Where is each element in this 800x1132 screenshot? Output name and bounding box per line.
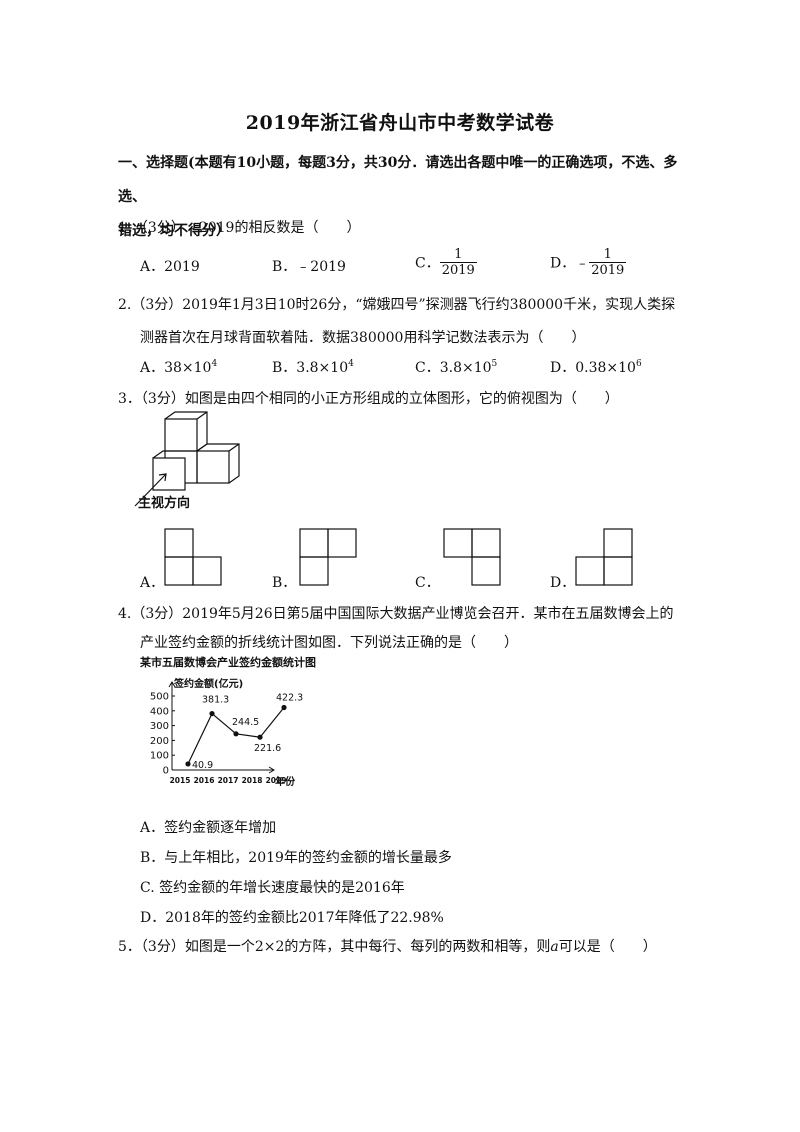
q4-line1: 4.（3分）2019年5月26日第5届中国国际大数据产业博览会召开．某市在五届数… bbox=[118, 606, 674, 622]
q5-stem-pre: 5．（3分）如图是一个2×2的方阵，其中每行、每列的两数和相等，则 bbox=[118, 939, 551, 955]
data-point bbox=[257, 734, 263, 740]
q2-option-a: A．38×104 bbox=[140, 357, 217, 377]
chart-title: 某市五届数博会产业签约金额统计图 bbox=[139, 655, 316, 669]
q3-option-d-figure bbox=[575, 528, 633, 586]
x-tick-label: 2018 bbox=[242, 776, 263, 785]
y-axis-arrow bbox=[168, 681, 176, 688]
q4-line-chart: 某市五届数博会产业签约金额统计图 签约金额(亿元) 年份 0 100 200 300 4… bbox=[139, 655, 316, 788]
data-label: 221.6 bbox=[254, 743, 281, 754]
cube-top-edge bbox=[196, 411, 208, 420]
y-tick-label: 400 bbox=[150, 706, 169, 717]
q2-option-b: B．3.8×104 bbox=[272, 357, 354, 377]
section-heading: 一、选择题(本题有10小题，每题3分，共30分．请选出各题中唯一的正确选项，不选… bbox=[118, 146, 693, 248]
q2-d-exp: 6 bbox=[635, 359, 642, 369]
q4-option-a: A．签约金额逐年增加 bbox=[140, 820, 277, 836]
q3-option-c-label: C． bbox=[415, 575, 440, 591]
q3-option-c-figure bbox=[443, 528, 501, 586]
q1-option-a: A．2019 bbox=[140, 259, 200, 275]
q4-option-d: D．2018年的签约金额比2017年降低了22.98% bbox=[140, 910, 444, 926]
q3-cube-figure bbox=[134, 411, 240, 507]
cube-mid-edge bbox=[196, 443, 208, 452]
chart-ylabel: 签约金额(亿元) bbox=[173, 677, 243, 690]
q4-option-b: B．与上年相比，2019年的签约金额的增长量最多 bbox=[140, 850, 452, 866]
y-tick-label: 500 bbox=[150, 692, 169, 703]
view-direction-arrow bbox=[134, 473, 167, 507]
y-tick-label: 200 bbox=[150, 736, 169, 747]
q5-stem-post: 可以是（ ） bbox=[558, 939, 657, 955]
q5-stem: 5．（3分）如图是一个2×2的方阵，其中每行、每列的两数和相等，则a可以是（ ） bbox=[118, 936, 657, 956]
q1-stem: 1．（3分）﹣2019的相反数是（ ） bbox=[118, 220, 361, 236]
q2-c-exp: 5 bbox=[491, 359, 498, 369]
cube-right-sides bbox=[207, 443, 240, 484]
section-heading-line2: 错选，均不得分） bbox=[118, 223, 230, 239]
data-point bbox=[281, 704, 287, 711]
y-tick-label: 300 bbox=[150, 721, 169, 732]
q2-d-base: D．0.38×10 bbox=[550, 360, 636, 376]
cube-right-edge bbox=[228, 443, 240, 452]
q1-c-denominator: 2019 bbox=[439, 262, 477, 278]
q2-a-base: A．38×10 bbox=[140, 360, 212, 376]
cube-front bbox=[152, 457, 186, 491]
q1-d-numerator: 1 bbox=[603, 247, 612, 262]
data-point bbox=[233, 731, 239, 737]
view-direction-arrowhead bbox=[158, 473, 167, 482]
section-heading-line1: 一、选择题(本题有10小题，每题3分，共30分．请选出各题中唯一的正确选项，不选… bbox=[118, 155, 678, 205]
q3-view-label: 主视方向 bbox=[138, 496, 191, 511]
q3-option-a-label: A． bbox=[140, 575, 165, 591]
q4-option-c: C. 签约金额的年增长速度最快的是2016年 bbox=[140, 880, 405, 896]
q2-b-base: B．3.8×10 bbox=[272, 360, 349, 376]
y-tick-label: 100 bbox=[150, 751, 169, 762]
q3-option-b-figure bbox=[299, 528, 357, 586]
x-tick-label: 2015 bbox=[170, 776, 191, 785]
data-label: 422.3 bbox=[276, 692, 303, 703]
q2-option-c: C．3.8×105 bbox=[415, 357, 497, 377]
q3-option-d-label: D． bbox=[550, 575, 576, 591]
q1-c-numerator: 1 bbox=[454, 247, 463, 262]
q2-line1: 2.（3分）2019年1月3日10时26分，“嫦娥四号”探测器飞行约380000… bbox=[118, 297, 676, 313]
data-label: 40.9 bbox=[192, 760, 213, 771]
cube-front-edge bbox=[152, 450, 165, 459]
chart-xlabel: 年份 bbox=[275, 775, 296, 788]
q1-option-b: B．﹣2019 bbox=[272, 259, 346, 275]
q2-a-exp: 4 bbox=[211, 359, 218, 369]
q3-option-a-figure bbox=[164, 528, 222, 586]
x-tick-label: 2019 bbox=[266, 776, 287, 785]
y-tick-label: 0 bbox=[163, 766, 169, 777]
q2-b-exp: 4 bbox=[348, 359, 354, 369]
q1-d-denominator: 2019 bbox=[589, 262, 627, 278]
x-axis-arrow bbox=[268, 766, 275, 774]
page-title: 2019年浙江省舟山市中考数学试卷 bbox=[245, 112, 555, 134]
q2-c-base: C．3.8×10 bbox=[415, 360, 492, 376]
cube-top-front bbox=[164, 418, 198, 452]
q3-stem: 3．（3分）如图是由四个相同的小正方形组成的立体图形，它的俯视图为（ ） bbox=[118, 391, 619, 407]
cube-top-sides bbox=[164, 411, 208, 452]
q2-option-d: D．0.38×106 bbox=[550, 357, 642, 377]
data-label: 381.3 bbox=[202, 695, 229, 706]
q1-option-c-label: C． bbox=[415, 255, 440, 272]
data-label: 244.5 bbox=[232, 717, 259, 728]
q2-line2: 测器首次在月球背面软着陆．数据380000用科学记数法表示为（ ） bbox=[140, 330, 586, 346]
q4-line2: 产业签约金额的折线统计图如图．下列说法正确的是（ ） bbox=[140, 635, 518, 651]
q3-option-b-label: B． bbox=[272, 575, 297, 591]
q1-option-d-label: D．﹣ bbox=[550, 255, 590, 272]
cube-bottom-right bbox=[196, 450, 230, 484]
data-point bbox=[185, 761, 191, 767]
x-tick-label: 2017 bbox=[218, 776, 239, 785]
x-tick-label: 2016 bbox=[194, 776, 215, 785]
data-point bbox=[209, 710, 215, 717]
q5-variable: a bbox=[550, 939, 559, 955]
